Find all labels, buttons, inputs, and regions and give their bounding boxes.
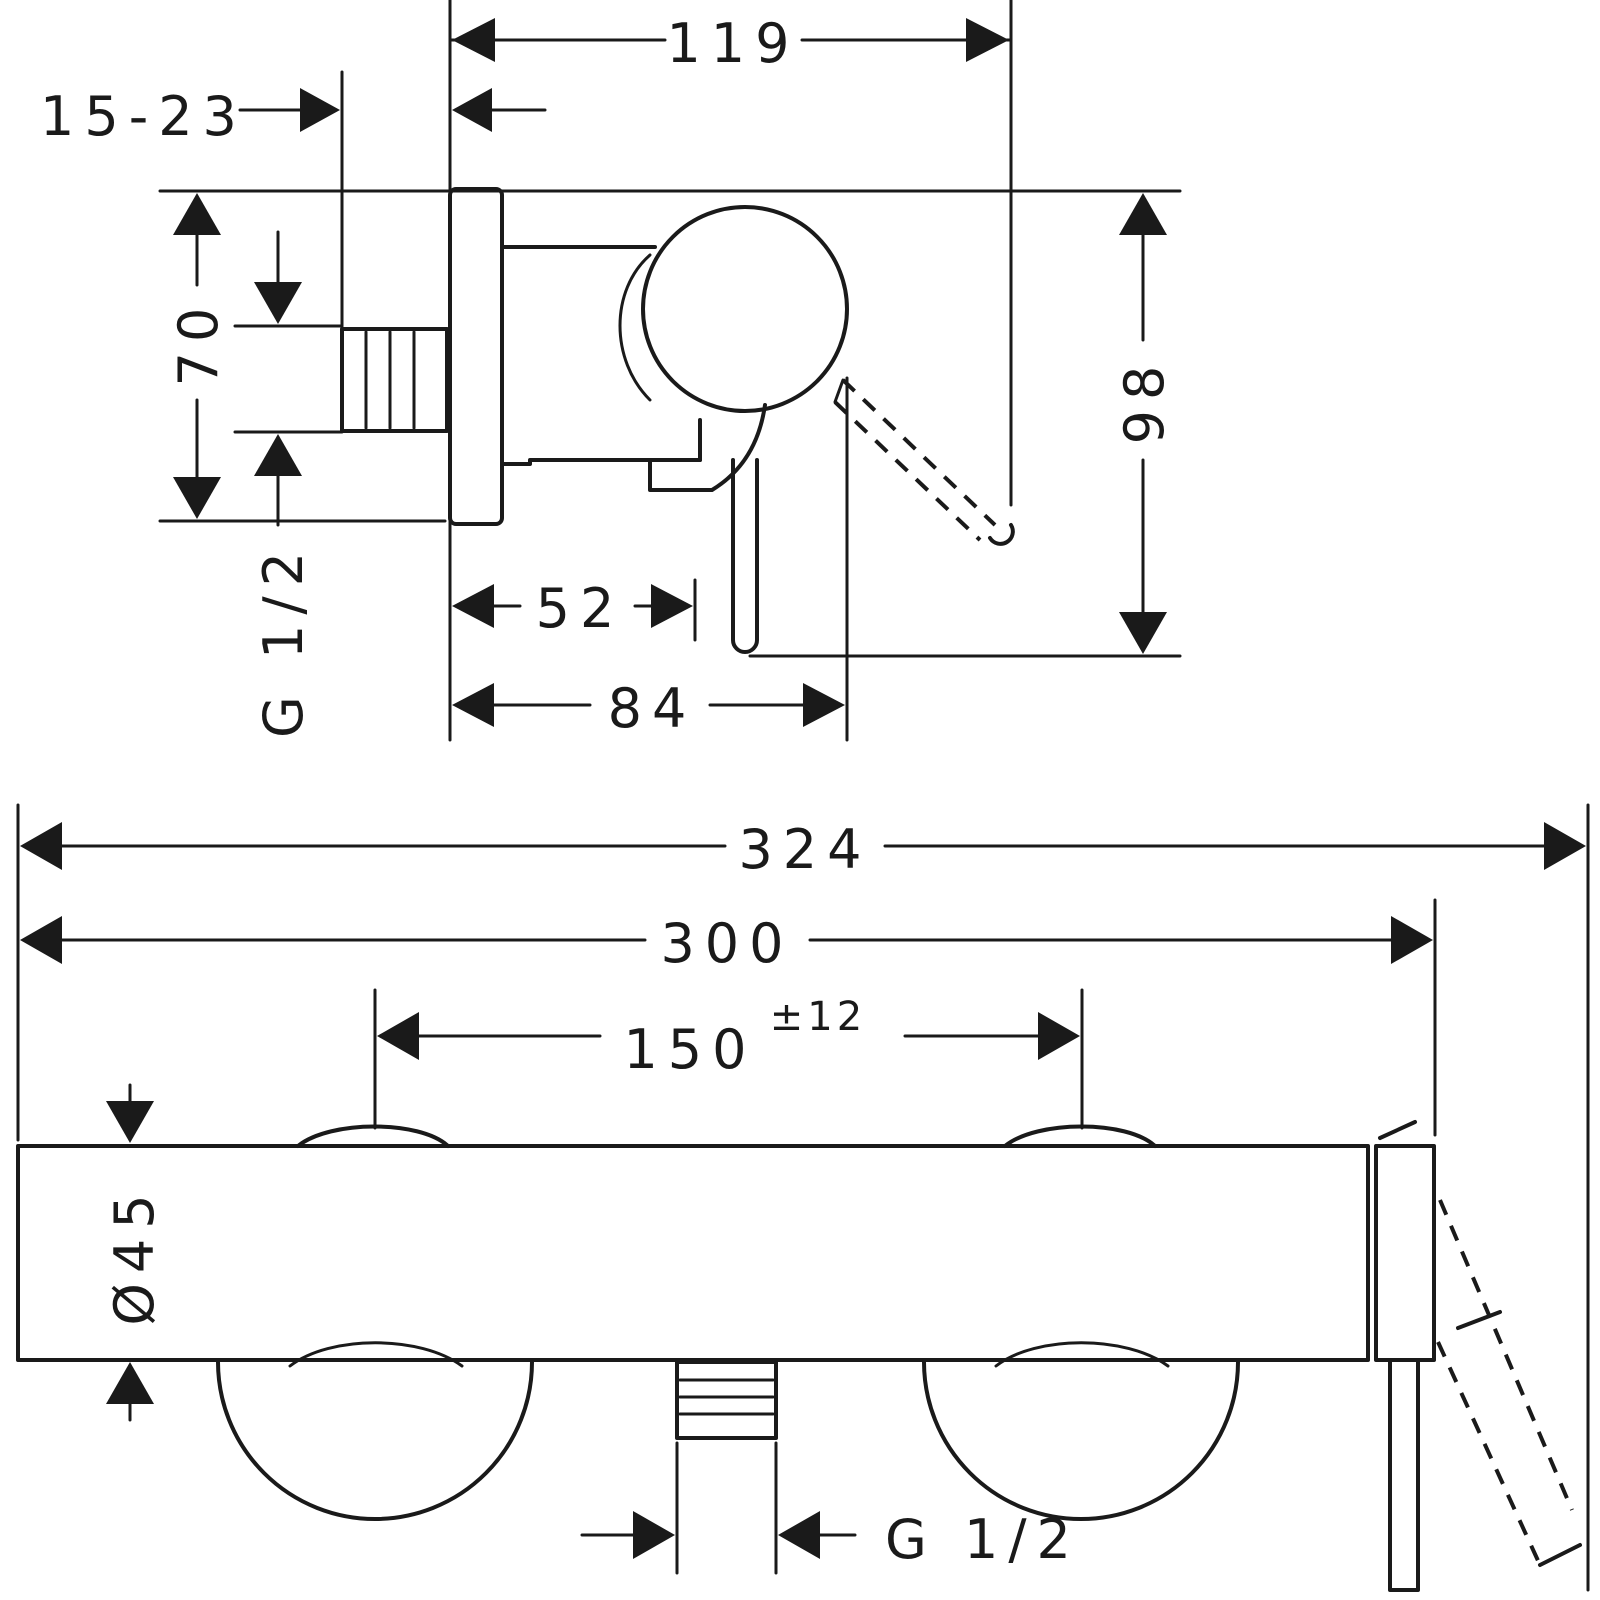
dim-98-arrow-top xyxy=(1119,193,1167,235)
wall-escutcheon xyxy=(448,187,504,526)
dim-connector-arrow-bottom xyxy=(254,434,302,476)
dim-outlet-arrow-left xyxy=(633,1511,675,1559)
dim-70-arrow-bottom xyxy=(173,477,221,519)
right-escutcheon-top xyxy=(1003,1124,1157,1148)
dim-324-arrow-left xyxy=(20,822,62,870)
front-lever-swing-tip xyxy=(1538,1543,1582,1567)
dim-150-arrow-right xyxy=(1038,1012,1080,1060)
lever-top-mark xyxy=(1378,1120,1417,1140)
right-escutcheon-bottom xyxy=(922,1360,1240,1521)
mixer-knob xyxy=(641,205,849,413)
dim-324-arrow-right xyxy=(1544,822,1586,870)
dim-119-arrow-left xyxy=(452,18,495,62)
dim-70-arrow-top xyxy=(173,193,221,235)
front-lever xyxy=(1388,1358,1420,1592)
left-escutcheon-top xyxy=(296,1124,450,1148)
dim-52-arrow-left xyxy=(452,584,494,628)
mixer-body xyxy=(16,1144,1370,1362)
front-outlet xyxy=(675,1360,778,1440)
dim-150-arrow-left xyxy=(377,1012,419,1060)
lever-swing-outer xyxy=(841,378,997,527)
side-view: 119 15-23 70 G 1/2 98 52 xyxy=(40,0,1182,742)
dim-119-label: 119 xyxy=(666,12,799,75)
side-lever xyxy=(731,458,759,654)
dim-98-label: 98 xyxy=(1113,356,1176,445)
dim-52-arrow-right xyxy=(651,584,693,628)
dim-15-23-label: 15-23 xyxy=(40,85,247,148)
dim-150-tolerance: ±12 xyxy=(770,994,866,1040)
lever-swing-tip xyxy=(988,523,1015,546)
front-lever-swing-outer xyxy=(1438,1199,1574,1511)
dim-diameter-arrow-bottom xyxy=(106,1362,154,1404)
dim-15-23-arrow-right xyxy=(452,88,492,132)
dim-119-arrow-right xyxy=(966,18,1009,62)
dim-70-label: 70 xyxy=(167,298,230,387)
dim-324-label: 324 xyxy=(738,818,871,881)
front-lever-swing-inner xyxy=(1436,1341,1542,1566)
front-view: 324 300 150 ±12 Ø45 G 1/2 xyxy=(16,803,1590,1592)
dim-diameter-label: Ø45 xyxy=(103,1184,166,1325)
dim-outlet-arrow-right xyxy=(778,1511,820,1559)
left-escutcheon-inner xyxy=(288,1341,464,1368)
body-bottom-edge xyxy=(500,458,702,466)
outlet-spout xyxy=(648,403,767,492)
dim-diameter-arrow-top xyxy=(106,1101,154,1143)
lever-swing-inner xyxy=(833,400,982,542)
mixer-front-body xyxy=(16,1120,1582,1592)
mixer-side-body xyxy=(340,187,1015,654)
dim-98-arrow-bottom xyxy=(1119,612,1167,654)
dim-300-label: 300 xyxy=(660,912,793,975)
dim-150-label: 150 xyxy=(623,1018,756,1081)
knob-back-arc xyxy=(618,253,652,402)
dim-84-label: 84 xyxy=(608,677,697,740)
dim-300-arrow-left xyxy=(20,916,62,964)
dim-connector-arrow-top xyxy=(254,282,302,324)
dim-52-label: 52 xyxy=(536,577,625,640)
front-lever-swing-mid xyxy=(1456,1310,1502,1330)
dim-300-arrow-right xyxy=(1391,916,1433,964)
lever-swing-base xyxy=(833,378,845,404)
dim-84-arrow-right xyxy=(803,683,845,727)
dim-thread-label: G 1/2 xyxy=(252,542,315,738)
dim-outlet-label: G 1/2 xyxy=(885,1508,1081,1571)
left-escutcheon-bottom xyxy=(216,1360,534,1521)
dim-15-23-arrow-left xyxy=(300,88,340,132)
side-connector xyxy=(340,327,449,433)
dim-84-arrow-left xyxy=(452,683,494,727)
handle-cap xyxy=(1374,1144,1436,1362)
right-escutcheon-inner xyxy=(994,1341,1170,1368)
